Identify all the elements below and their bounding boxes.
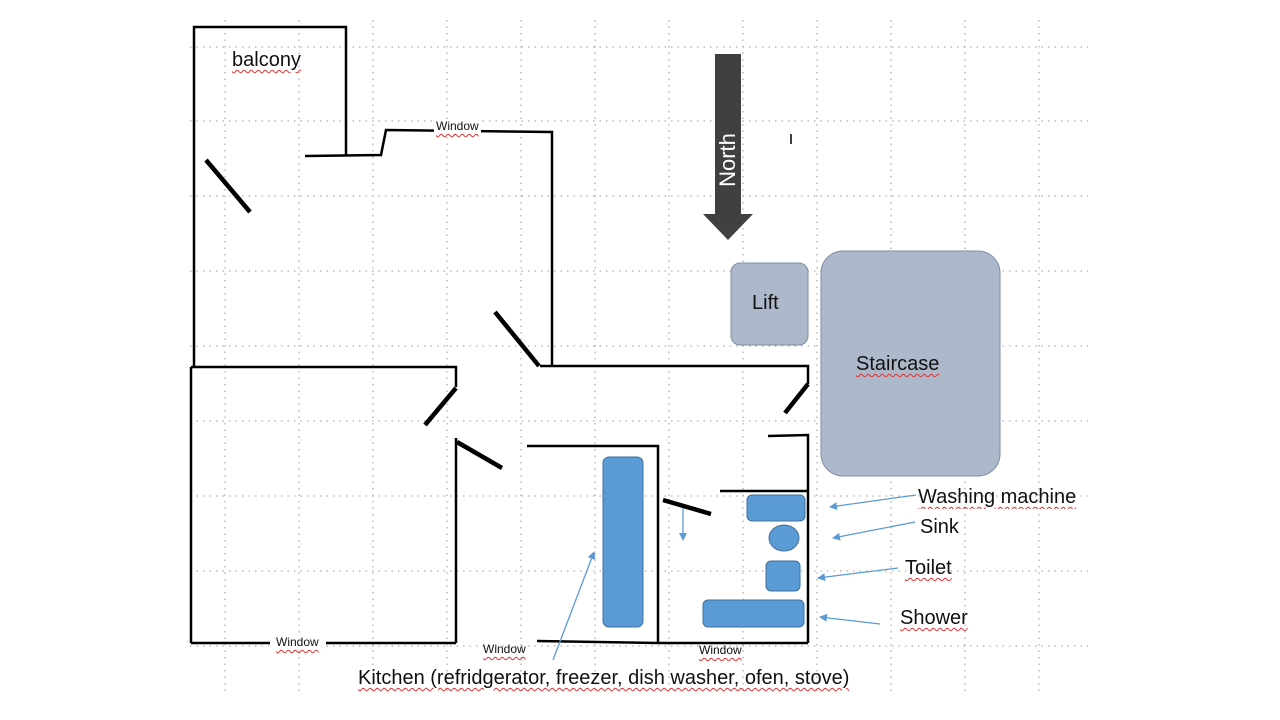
sink bbox=[768, 524, 800, 552]
fixtures bbox=[602, 456, 806, 628]
toilet-pointer bbox=[817, 567, 899, 582]
north-room-wall bbox=[304, 128, 554, 366]
toilet bbox=[765, 560, 801, 592]
kitchen-top-wall bbox=[527, 444, 660, 643]
kitchen-counter bbox=[602, 456, 644, 628]
sink-pointer bbox=[832, 521, 916, 541]
sink-label: Sink bbox=[920, 516, 959, 538]
shower-label: Shower bbox=[900, 607, 968, 629]
staircase-label: Staircase bbox=[856, 353, 940, 375]
lift-box bbox=[730, 262, 809, 346]
toilet-label: Toilet bbox=[905, 557, 952, 579]
mid-wall bbox=[191, 365, 458, 387]
doors bbox=[204, 158, 810, 517]
kitchen-pointer bbox=[552, 551, 596, 661]
balcony-door bbox=[204, 158, 252, 214]
south-wall bbox=[191, 639, 808, 645]
shower-pointer bbox=[819, 613, 881, 625]
room-door bbox=[493, 310, 541, 368]
kitchen-door bbox=[455, 440, 504, 470]
washing-machine bbox=[746, 494, 806, 522]
entrance-door bbox=[783, 382, 810, 415]
dotted-grid bbox=[190, 20, 1088, 695]
walls bbox=[189, 25, 810, 645]
east-wall bbox=[767, 433, 810, 643]
balcony-label: balcony bbox=[232, 49, 301, 71]
shower bbox=[702, 599, 805, 628]
bathroom-door bbox=[662, 497, 712, 517]
window-top-label: Window bbox=[434, 119, 481, 133]
corridor-wall bbox=[540, 364, 810, 384]
window-bottom-left-label: Window bbox=[274, 635, 321, 649]
living-door bbox=[423, 386, 458, 427]
north-arrow bbox=[703, 54, 753, 240]
pointers bbox=[552, 494, 917, 661]
window-bottom-middle-label: Window bbox=[483, 642, 526, 656]
washing-machine-label: Washing machine bbox=[918, 486, 1077, 508]
balcony-wall bbox=[192, 25, 348, 155]
washing-machine-pointer bbox=[829, 494, 917, 510]
lift-label: Lift bbox=[752, 292, 779, 314]
kitchen-label: Kitchen (refridgerator, freezer, dish wa… bbox=[358, 667, 850, 689]
staircase-box bbox=[820, 250, 1001, 477]
window-bottom-right-label: Window bbox=[699, 643, 742, 657]
north-label: North bbox=[715, 133, 740, 187]
